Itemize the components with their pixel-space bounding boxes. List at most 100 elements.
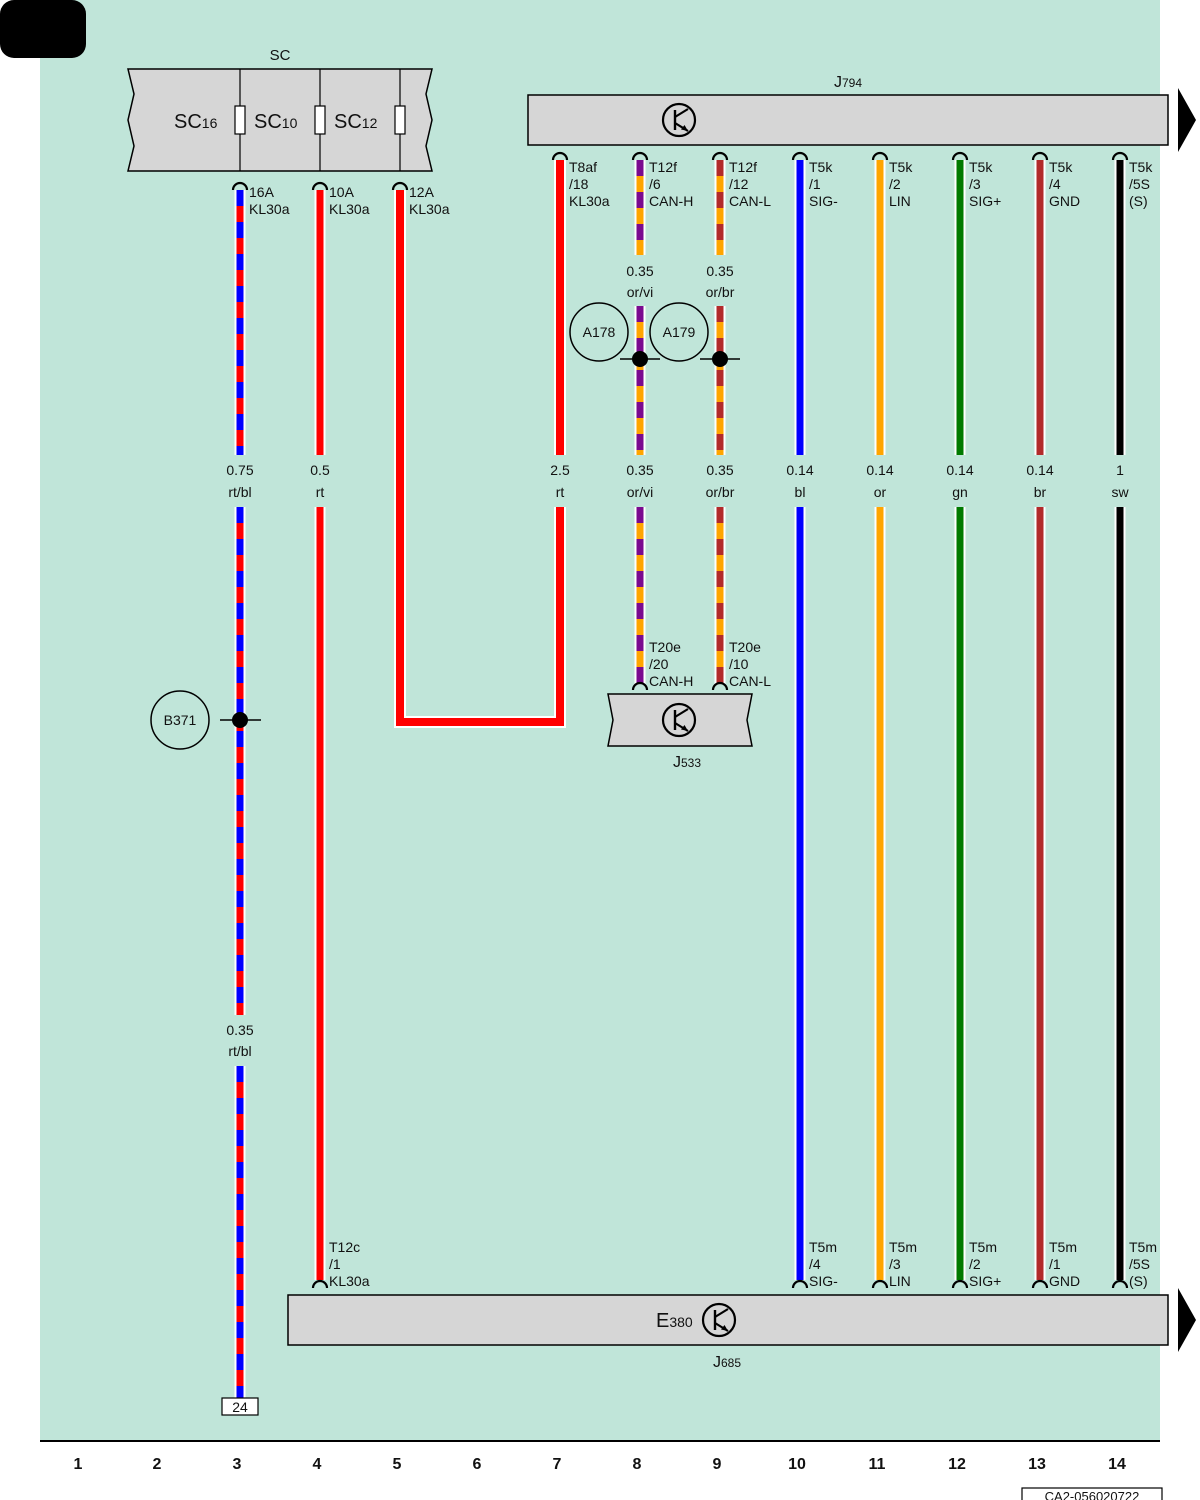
j685-label: J685 [713,1354,741,1371]
svg-text:2.5: 2.5 [550,462,570,478]
svg-text:6: 6 [473,1456,482,1473]
svg-text:KL30a: KL30a [329,1273,370,1289]
page-tab [0,0,86,58]
svg-text:T8af: T8af [569,159,597,175]
drawing-id: CA2-056020722 [1021,1487,1163,1500]
svg-text:0.5: 0.5 [310,462,330,478]
svg-text:KL30a: KL30a [569,193,610,209]
svg-text:11: 11 [869,1456,886,1473]
svg-text:0.35: 0.35 [706,462,733,478]
svg-text:CA2-056020722: CA2-056020722 [1045,1489,1140,1500]
svg-text:CAN-L: CAN-L [729,193,771,209]
svg-text:SIG+: SIG+ [969,193,1001,209]
svg-text:14: 14 [1108,1456,1126,1473]
j794-body [527,94,1169,146]
e380-label: E380 [656,1310,693,1332]
svg-text:T12f: T12f [729,159,757,175]
svg-text:LIN: LIN [889,193,911,209]
svg-text:CAN-H: CAN-H [649,673,693,689]
svg-text:0.14: 0.14 [1026,462,1053,478]
fuse-sc16: SC16 [174,69,246,171]
svg-text:GND: GND [1049,193,1080,209]
svg-text:/3: /3 [969,176,981,192]
svg-text:T5m: T5m [969,1239,997,1255]
svg-text:10: 10 [788,1456,806,1473]
svg-text:13: 13 [1028,1456,1046,1473]
svg-text:/12: /12 [729,176,749,192]
svg-text:0.35: 0.35 [706,263,733,279]
svg-text:0.14: 0.14 [946,462,973,478]
fuse-box-body [127,68,433,172]
fuse-box-sc: SC SC16 SC10 SC12 16A KL30a 10A [127,47,450,217]
svg-text:T12f: T12f [649,159,677,175]
svg-text:5: 5 [393,1456,402,1473]
svg-text:T5m: T5m [1049,1239,1077,1255]
svg-text:rt/bl: rt/bl [228,1043,251,1059]
svg-text:T20e: T20e [729,639,761,655]
j533-body [607,693,753,747]
svg-text:/10: /10 [729,656,749,672]
svg-text:SC10: SC10 [254,111,298,133]
svg-text:CAN-H: CAN-H [649,193,693,209]
j685-continue-arrow-icon [1178,1288,1196,1352]
svg-text:/18: /18 [569,176,589,192]
svg-text:T5m: T5m [809,1239,837,1255]
svg-text:12A: 12A [409,184,435,200]
svg-text:/1: /1 [329,1256,341,1272]
fuse-sc12: SC12 [334,69,406,171]
svg-text:T5k: T5k [809,159,833,175]
svg-text:T5k: T5k [1049,159,1073,175]
svg-text:B371: B371 [164,712,197,728]
svg-text:3: 3 [233,1456,242,1473]
svg-text:rt: rt [556,484,565,500]
svg-text:0.35: 0.35 [226,1022,253,1038]
svg-text:rt/bl: rt/bl [228,484,251,500]
svg-text:/20: /20 [649,656,669,672]
svg-text:SIG+: SIG+ [969,1273,1001,1289]
junction-b371: B371 [150,690,261,750]
svg-text:10A: 10A [329,184,355,200]
fuse-box-title: SC [270,47,291,64]
svg-text:or/vi: or/vi [627,484,653,500]
svg-text:/2: /2 [889,176,901,192]
svg-text:T5k: T5k [889,159,913,175]
svg-text:br: br [1034,484,1047,500]
svg-text:2: 2 [153,1456,162,1473]
svg-text:/4: /4 [809,1256,821,1272]
svg-text:or: or [874,484,887,500]
svg-text:or/br: or/br [706,284,735,300]
svg-text:0.14: 0.14 [786,462,813,478]
svg-text:rt: rt [316,484,325,500]
svg-text:gn: gn [952,484,968,500]
svg-text:8: 8 [633,1456,642,1473]
j533-label: J533 [673,754,701,771]
svg-text:T5k: T5k [969,159,993,175]
svg-text:/1: /1 [1049,1256,1061,1272]
junction-a178: A178 [569,302,660,367]
svg-text:KL30a: KL30a [249,201,290,217]
svg-text:bl: bl [795,484,806,500]
svg-text:T12c: T12c [329,1239,360,1255]
svg-text:LIN: LIN [889,1273,911,1289]
pin-t5m-5s: T5m/5S(S) [1111,1239,1157,1289]
svg-text:9: 9 [713,1456,722,1473]
svg-text:T5m: T5m [889,1239,917,1255]
svg-text:T5k: T5k [1129,159,1153,175]
svg-text:0.14: 0.14 [866,462,893,478]
continuation-ref-24: 24 [221,1397,259,1416]
svg-text:24: 24 [232,1399,248,1415]
diagram-background [40,0,1160,1440]
